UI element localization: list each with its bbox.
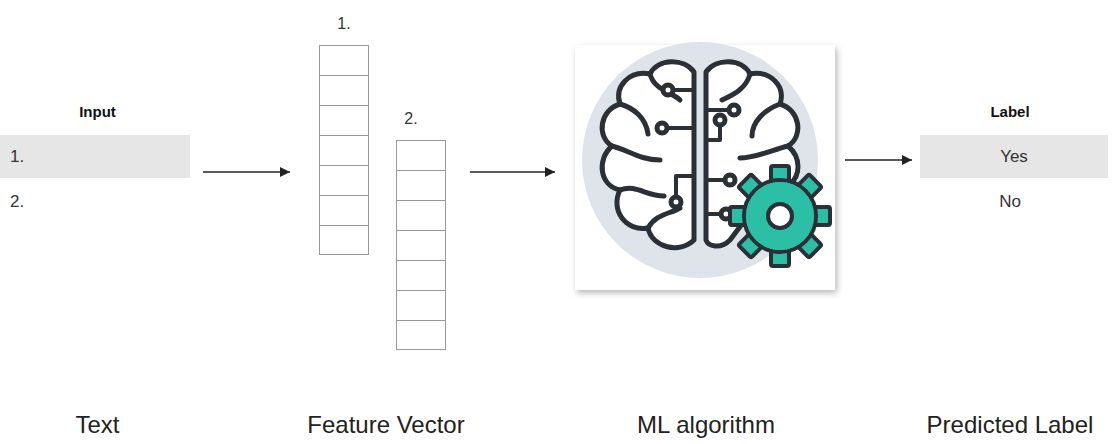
item-label: Yes <box>920 135 1108 178</box>
input-column: InputText 1.2. <box>0 0 195 444</box>
brain-icon <box>602 62 798 248</box>
flow-arrow <box>470 171 555 173</box>
flow-arrow <box>845 159 912 161</box>
feature-column: Feature Vector1.2. <box>300 0 472 444</box>
caption: Predicted Label <box>915 410 1105 440</box>
circuit-lines <box>666 90 730 214</box>
item-label: No <box>920 180 1100 223</box>
brain-folds <box>612 74 680 228</box>
ml-algorithm-box: ML algorithm <box>568 0 844 444</box>
caption: ML algorithm <box>568 410 844 440</box>
column-header: Input <box>0 100 195 124</box>
input-row-highlighted: 1. <box>0 135 190 178</box>
circuit-dot <box>663 85 673 95</box>
feature-vector: 2. <box>396 140 446 350</box>
column-header: Label <box>915 100 1105 124</box>
circuit-dot <box>657 123 667 133</box>
circuit-dot <box>671 197 681 207</box>
label-row: No <box>920 180 1100 223</box>
flow-arrow <box>203 171 290 173</box>
icon-background <box>582 42 818 278</box>
caption: Feature Vector <box>300 410 472 440</box>
circuit-dot <box>715 115 725 125</box>
caption: Text <box>0 410 195 440</box>
item-label: 2. <box>10 180 24 223</box>
label-column: LabelPredicted Label YesNo <box>915 0 1105 444</box>
item-label: 1. <box>10 135 24 178</box>
item-label: 2. <box>387 107 435 131</box>
label-row-highlighted: Yes <box>920 135 1108 178</box>
brain-folds <box>722 74 788 158</box>
gear-icon <box>730 166 830 266</box>
item-label: 1. <box>320 12 368 36</box>
input-row: 2. <box>0 180 190 223</box>
feature-vector: 1. <box>319 45 369 255</box>
circuit-dot <box>725 175 735 185</box>
circuit-dot <box>729 105 739 115</box>
